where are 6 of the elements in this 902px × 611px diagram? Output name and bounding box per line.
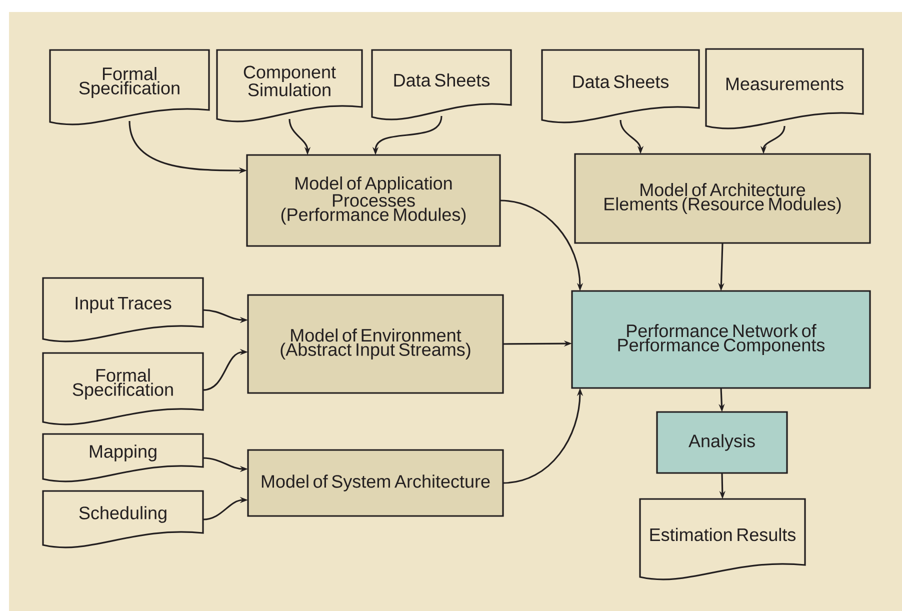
process-box: Model of Application Processes (Performance Modules) <box>246 154 501 247</box>
process-box: Performance Network of Performance Components <box>571 290 871 389</box>
process-box: Analysis <box>656 411 788 474</box>
process-box: Model of System Architecture <box>247 449 504 517</box>
process-box: Model of Architecture Elements (Resource Modules) <box>574 153 871 244</box>
process-box: Model of Environment (Abstract Input Streams) <box>247 294 504 394</box>
